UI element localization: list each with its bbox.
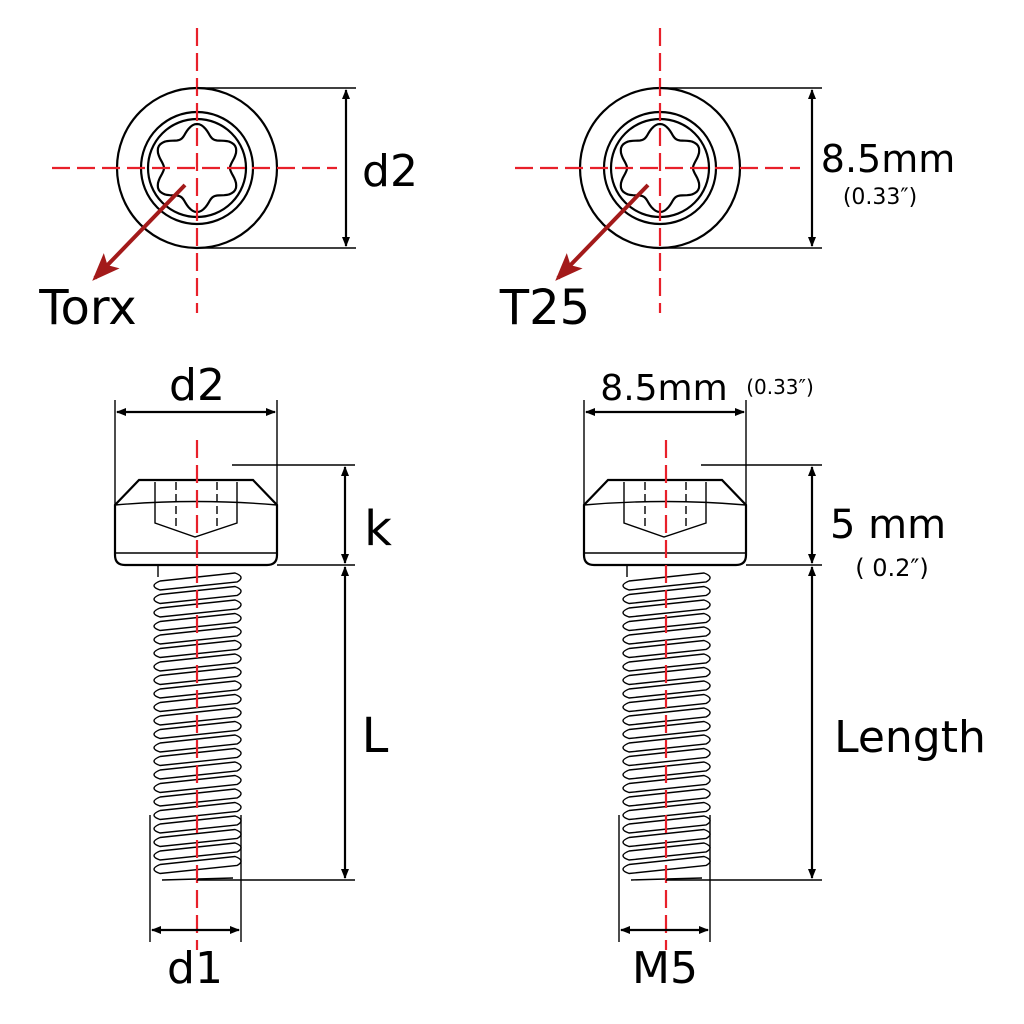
bottom-left-thread <box>153 599 242 618</box>
bottom-right-head-diameter-inch: (0.33″) <box>746 375 814 399</box>
k-label: k <box>364 501 392 557</box>
bottom-left-thread <box>153 720 242 740</box>
bottom-left-thread <box>153 639 242 659</box>
bottom-right-thread <box>622 612 711 632</box>
bottom-right-head-outline <box>582 478 748 567</box>
bottom-left-thread <box>153 815 242 834</box>
bottom-right-thread <box>622 693 711 713</box>
bottom-left-thread <box>153 626 242 645</box>
bottom-right-socket-hidden-outline <box>623 482 707 538</box>
bottom-left-thread <box>153 761 242 780</box>
bottom-left-thread <box>153 828 242 848</box>
bottom-left-thread <box>153 788 242 807</box>
bottom-left-thread <box>153 585 242 605</box>
bottom-right-thread <box>622 842 711 861</box>
bottom-right-thread <box>622 707 711 726</box>
bottom-left-thread <box>153 666 242 686</box>
top-right-diameter-label: 8.5mm <box>821 137 955 181</box>
bottom-right-thread <box>622 639 711 659</box>
length-label: Length <box>834 712 986 763</box>
bottom-right-thread <box>622 801 711 821</box>
bottom-right-thread <box>622 653 711 672</box>
bottom-left-thread <box>153 693 242 713</box>
top-left-pointer-arrow <box>92 183 187 281</box>
bottom-right-thread <box>622 599 711 618</box>
bottom-right-thread <box>622 815 711 834</box>
bottom-left-thread <box>153 612 242 632</box>
top-right-diameter-inch: (0.33″) <box>843 185 917 210</box>
bottom-left-thread <box>153 801 242 821</box>
bottom-left-d2-label: d2 <box>169 360 225 411</box>
bottom-right-thread <box>622 666 711 686</box>
bottom-left-thread <box>153 653 242 672</box>
bottom-left-socket-hidden-outline <box>154 482 238 538</box>
bottom-right-thread <box>622 828 711 848</box>
bottom-left-thread <box>153 855 242 875</box>
bottom-right-thread <box>622 680 711 699</box>
m5-label: M5 <box>632 943 698 994</box>
d1-label: d1 <box>167 943 223 994</box>
bottom-left-head-outline <box>113 478 279 567</box>
head-height-label: 5 mm <box>830 502 946 548</box>
bottom-left-thread <box>153 680 242 699</box>
bottom-right-thread <box>622 720 711 740</box>
bottom-left-thread <box>153 734 242 753</box>
bottom-right-thread <box>622 585 711 605</box>
top-right-pointer-arrow <box>555 183 650 281</box>
head-height-inch: ( 0.2″) <box>855 554 929 582</box>
t25-label: T25 <box>499 280 590 336</box>
l-label: L <box>362 708 389 764</box>
bottom-right-thread <box>622 761 711 780</box>
bottom-right-thread <box>622 774 711 794</box>
top-left-d2-label: d2 <box>362 146 418 197</box>
bottom-left-thread <box>153 707 242 726</box>
bottom-right-head-diameter: 8.5mm <box>600 368 727 409</box>
bottom-left-thread <box>153 842 242 861</box>
bottom-right-thread <box>622 855 711 875</box>
bottom-right-thread <box>622 572 711 591</box>
bottom-left-thread <box>153 774 242 794</box>
bottom-right-thread <box>622 747 711 767</box>
bottom-right-thread <box>622 788 711 807</box>
torx-label: Torx <box>38 280 136 336</box>
bottom-right-thread <box>622 626 711 645</box>
bottom-left-thread <box>153 572 242 591</box>
bottom-right-thread <box>622 734 711 753</box>
bottom-left-thread <box>153 747 242 767</box>
